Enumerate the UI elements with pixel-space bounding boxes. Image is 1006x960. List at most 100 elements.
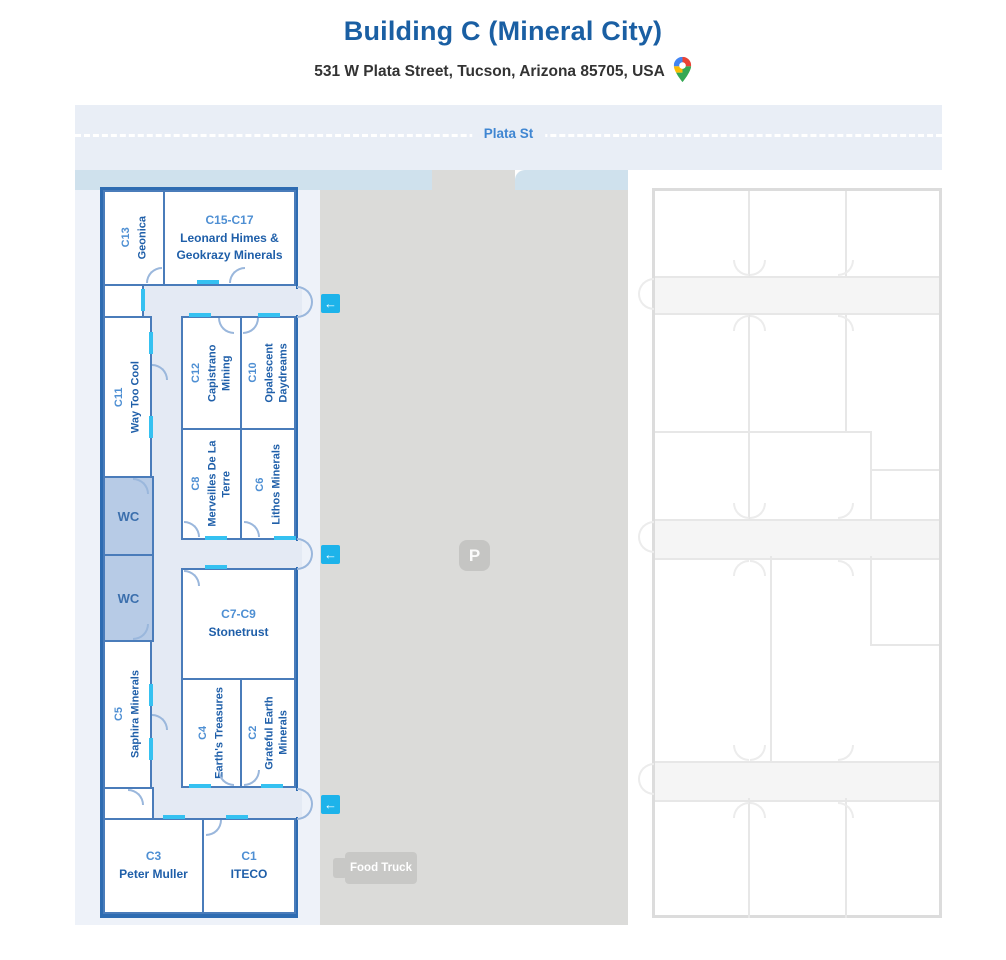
door-arc-icon: [838, 560, 854, 576]
address-row: 531 W Plata Street, Tucson, Arizona 8570…: [0, 56, 1006, 88]
room-id: C13: [119, 227, 132, 249]
door-arc-icon: [733, 315, 749, 331]
room-id: C1: [241, 849, 257, 864]
room-c11-way-too-cool[interactable]: C11 Way Too Cool: [103, 316, 152, 478]
room-c7-c9-stonetrust[interactable]: C7-C9 Stonetrust: [181, 568, 296, 680]
ghost-wall: [870, 556, 872, 646]
door-arc-icon: [638, 779, 654, 795]
room-label: C1 ITECO: [225, 849, 274, 882]
door-opening-marker: [205, 536, 227, 540]
ghost-wall: [845, 191, 847, 276]
parking-driveway: [432, 170, 515, 190]
ghost-corridor: [655, 519, 939, 560]
room-id: C5: [113, 707, 126, 722]
door-arc-icon: [638, 294, 654, 310]
room-label: C11 Way Too Cool: [111, 361, 144, 433]
wc-label: WC: [117, 508, 140, 524]
room-name: Stonetrust: [208, 625, 269, 640]
adjacent-building-outline: [638, 188, 942, 918]
room-id: C12: [190, 362, 203, 384]
room-label: C15-C17 Leonard Himes & Geokrazy Mineral…: [165, 213, 294, 262]
corridor: [147, 788, 296, 818]
door-arc-icon: [733, 503, 749, 519]
room-label: C7-C9 Stonetrust: [203, 607, 275, 640]
ghost-wall: [770, 556, 772, 761]
sidewalk: [515, 170, 628, 190]
door-arc-icon: [638, 537, 654, 553]
door-opening-marker: [205, 565, 227, 569]
room-c1-iteco[interactable]: C1 ITECO: [202, 818, 296, 914]
door-arc-icon: [838, 315, 854, 331]
google-maps-pin-icon[interactable]: [673, 56, 692, 88]
ghost-wall: [748, 798, 750, 918]
room-c10-opalescent-daydreams[interactable]: C10 Opalescent Daydreams: [240, 316, 296, 430]
door-arc-icon: [638, 278, 654, 294]
room-id: C6: [253, 476, 266, 492]
room-id: C2: [246, 725, 259, 741]
room-label: C5 Saphira Minerals: [111, 670, 144, 758]
room-c15-c17-leonard-himes-geokrazy[interactable]: C15-C17 Leonard Himes & Geokrazy Mineral…: [163, 190, 296, 286]
food-truck-label: Food Truck: [350, 862, 412, 874]
entry-alcove: [103, 284, 144, 318]
door-opening-marker: [197, 280, 219, 284]
door-opening-marker: [149, 738, 153, 760]
entrance-arrow-icon: ←: [321, 795, 340, 814]
entrance-arrow-icon: ←: [321, 545, 340, 564]
door-arc-icon: [638, 521, 654, 537]
room-name: Way Too Cool: [129, 360, 142, 434]
food-truck-badge: Food Truck: [345, 852, 417, 884]
room-id: C11: [113, 387, 126, 407]
page-title: Building C (Mineral City): [343, 16, 663, 46]
room-c3-peter-muller[interactable]: C3 Peter Muller: [103, 818, 204, 914]
ghost-wall: [870, 469, 939, 471]
room-label: C6 Lithos Minerals: [252, 444, 285, 525]
corridor: [181, 540, 296, 568]
room-name: Leonard Himes & Geokrazy Minerals: [176, 231, 283, 262]
room-name: Merveilles De La Terre: [206, 440, 233, 528]
door-arc-icon: [750, 315, 766, 331]
address-text: 531 W Plata Street, Tucson, Arizona 8570…: [314, 63, 665, 80]
room-name: Grateful Earth Minerals: [262, 696, 290, 770]
room-name: Earth's Treasures: [213, 687, 226, 779]
door-opening-marker: [149, 416, 153, 438]
room-c8-merveilles-de-la-terre[interactable]: C8 Merveilles De La Terre: [181, 428, 242, 540]
room-label: C8 Merveilles De La Terre: [188, 432, 235, 536]
room-name: Peter Muller: [119, 867, 188, 882]
street-label: Plata St: [471, 126, 546, 141]
room-wc-2[interactable]: WC: [103, 554, 154, 642]
room-label: C13 Geonica: [118, 216, 151, 259]
room-name: Saphira Minerals: [129, 670, 142, 759]
door-arc-icon: [733, 260, 749, 276]
door-opening-marker: [141, 289, 145, 311]
door-arc-icon: [838, 260, 854, 276]
room-c5-saphira-minerals[interactable]: C5 Saphira Minerals: [103, 640, 152, 789]
door-opening-marker: [258, 313, 280, 317]
ghost-corridor: [655, 761, 939, 802]
wc-label: WC: [117, 590, 140, 606]
door-arc-icon: [750, 745, 766, 761]
door-opening-marker: [261, 784, 283, 788]
door-arc-icon: [733, 802, 749, 818]
door-arc-icon: [750, 503, 766, 519]
arrow-glyph: ←: [324, 547, 337, 562]
room-id: C4: [197, 725, 210, 741]
door-opening-marker: [189, 784, 211, 788]
room-label: C4 Earth's Treasures: [195, 687, 228, 779]
door-opening-marker: [226, 815, 248, 819]
door-opening-marker: [189, 313, 211, 317]
door-arc-icon: [838, 503, 854, 519]
door-arc-icon: [229, 267, 245, 283]
street-band: Plata St: [75, 105, 942, 170]
door-opening-marker: [163, 815, 185, 819]
ghost-wall: [845, 798, 847, 918]
door-arc-icon: [750, 560, 766, 576]
room-label: C10 Opalescent Daydreams: [245, 320, 292, 426]
room-label: C12 Capistrano Mining: [188, 327, 235, 419]
corridor: [143, 286, 296, 316]
room-c2-grateful-earth-minerals[interactable]: C2 Grateful Earth Minerals: [240, 678, 296, 788]
room-id: C10: [246, 362, 259, 384]
entrance-arrow-icon: ←: [321, 294, 340, 313]
ghost-wall: [870, 431, 872, 519]
room-name: Capistrano Mining: [206, 344, 233, 402]
